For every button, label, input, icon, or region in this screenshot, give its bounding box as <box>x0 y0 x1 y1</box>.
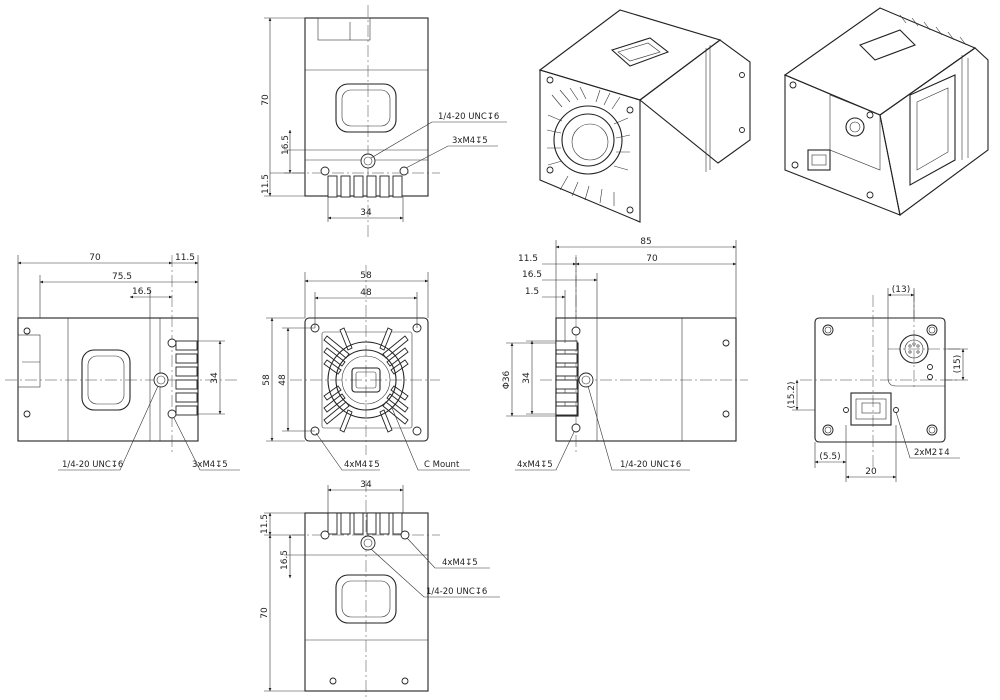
front-dim-58-w: 58 <box>360 271 372 281</box>
back-dim-13: (13) <box>892 285 910 295</box>
right-tripod-callout: 1/4-20 UNC↧6 <box>620 460 681 470</box>
top-view: 70 16.5 11.5 34 1/4-20 UNC↧6 3xM4↧5 <box>261 5 507 240</box>
top-dim-16-5: 16.5 <box>281 135 291 155</box>
right-side-view: 85 11.5 70 16.5 1.5 Φ36 34 4xM4↧5 1/4-20… <box>502 237 748 471</box>
left-dim-11-5: 11.5 <box>175 253 195 263</box>
right-dim-70: 70 <box>646 254 658 264</box>
bottom-dim-34: 34 <box>360 480 372 490</box>
front-m4-callout: 4xM4↧5 <box>344 460 380 470</box>
top-fins <box>327 175 403 198</box>
front-fins <box>323 327 409 433</box>
left-dim-70: 70 <box>89 253 101 263</box>
top-dim-70: 70 <box>261 94 271 106</box>
bottom-tripod-callout: 1/4-20 UNC↧6 <box>426 587 487 597</box>
back-dim-15-2: (15.2) <box>787 381 797 408</box>
bottom-dim-16-5: 16.5 <box>280 550 290 570</box>
right-dim-11-5: 11.5 <box>518 254 538 264</box>
right-dim-1-5: 1.5 <box>525 287 539 297</box>
left-m4-callout: 3xM4↧5 <box>192 460 228 470</box>
right-dim-34: 34 <box>522 372 532 384</box>
right-dim-dia36: Φ36 <box>502 370 512 389</box>
right-dim-85: 85 <box>640 237 651 247</box>
bottom-dim-70: 70 <box>260 607 270 619</box>
left-dim-16-5: 16.5 <box>132 287 152 297</box>
front-dim-58-h: 58 <box>262 374 272 386</box>
left-dim-75-5: 75.5 <box>112 272 132 282</box>
back-m2-callout: 2xM2↧4 <box>914 448 950 458</box>
front-view: 58 48 58 48 4xM4↧5 C Mount <box>262 265 470 471</box>
front-dim-48-w: 48 <box>360 288 372 298</box>
front-mount-callout: C Mount <box>424 460 460 470</box>
bottom-m4-callout: 4xM4↧5 <box>442 558 478 568</box>
right-dim-16-5: 16.5 <box>522 270 542 280</box>
iso-front-view <box>538 9 751 223</box>
right-m4-callout: 4xM4↧5 <box>517 460 553 470</box>
left-dim-34: 34 <box>210 372 220 384</box>
top-dim-11-5: 11.5 <box>261 174 271 194</box>
back-dim-20: 20 <box>865 467 877 477</box>
top-dim-34: 34 <box>360 208 372 218</box>
back-dim-15: (15) <box>953 355 963 373</box>
left-side-view: 70 11.5 75.5 16.5 34 1/4-20 UNC↧6 3xM4↧5 <box>5 253 240 471</box>
bottom-fins <box>327 512 403 535</box>
top-tripod-callout: 1/4-20 UNC↧6 <box>438 112 499 122</box>
back-dim-5-5: (5.5) <box>819 452 840 462</box>
back-view: (13) (15) (15.2) (5.5) 20 2xM2↧4 <box>787 285 968 482</box>
left-fins <box>175 340 198 416</box>
front-dim-48-h: 48 <box>278 374 288 386</box>
bottom-dim-11-5: 11.5 <box>260 514 270 534</box>
top-m4-callout: 3xM4↧5 <box>452 136 488 146</box>
bottom-view: 34 11.5 16.5 70 4xM4↧5 1/4-20 UNC↧6 <box>260 480 500 700</box>
left-tripod-callout: 1/4-20 UNC↧6 <box>62 460 123 470</box>
right-fins <box>555 340 578 416</box>
iso-back-view <box>783 7 989 216</box>
